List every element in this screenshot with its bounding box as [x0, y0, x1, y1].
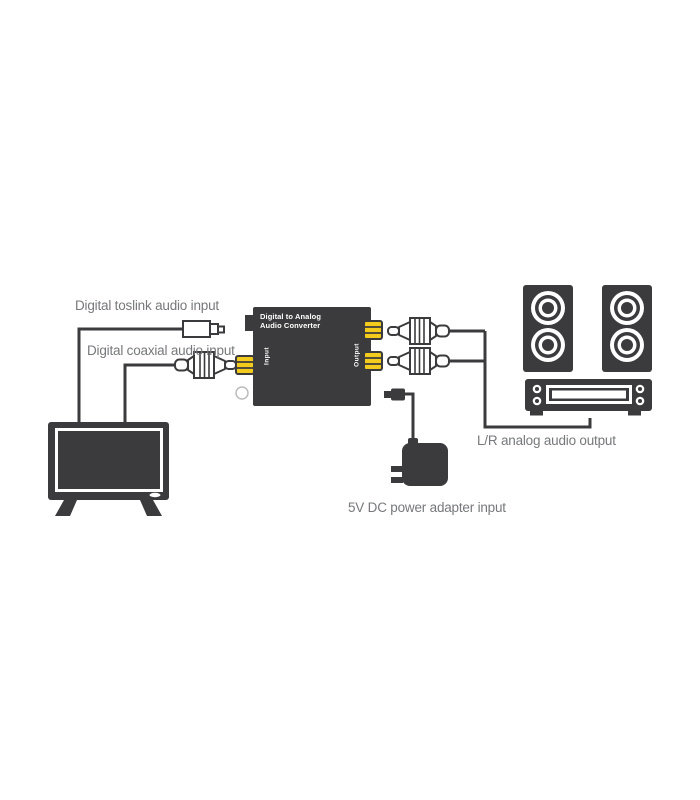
output-jack-right: [363, 351, 383, 371]
speaker-right-icon: [602, 285, 652, 372]
power-adapter-icon: [391, 438, 448, 486]
speaker-left-icon: [523, 285, 573, 372]
label-power-input: 5V DC power adapter input: [348, 500, 506, 515]
rca-plug-top-icon: [387, 317, 450, 345]
converter-box: [235, 307, 383, 406]
toslink-port: [245, 315, 255, 331]
amp-foot-right: [628, 411, 641, 416]
label-coaxial-input: Digital coaxial audio input: [87, 343, 235, 358]
tv-power-led: [149, 492, 161, 498]
converter-title-line2: Audio Converter: [260, 321, 321, 331]
stereo-amplifier-icon: [525, 379, 652, 416]
tv-leg-right: [140, 500, 162, 516]
dc-plug-icon: [384, 388, 405, 401]
converter-input-label: Input: [263, 347, 271, 365]
hidden-port-outline: [235, 386, 249, 400]
converter-title: Digital to Analog Audio Converter: [260, 312, 340, 331]
converter-output-label: Output: [353, 343, 361, 367]
power-cable: [403, 392, 415, 444]
amp-foot-left: [530, 411, 543, 416]
rca-plug-bottom-icon: [387, 347, 450, 375]
coaxial-cable: [123, 363, 176, 422]
tv-leg-left: [55, 500, 77, 516]
adapter-prong-bottom: [391, 477, 403, 483]
input-coaxial-jack: [235, 355, 255, 375]
toslink-cable: [77, 327, 183, 422]
label-toslink-input: Digital toslink audio input: [75, 298, 219, 313]
adapter-prong-top: [391, 466, 403, 472]
toslink-plug-icon: [182, 320, 225, 338]
tv-icon: [48, 422, 169, 516]
output-jack-left: [363, 320, 383, 340]
analog-output-cable: [448, 329, 592, 429]
converter-title-line1: Digital to Analog: [260, 312, 322, 321]
label-analog-output: L/R analog audio output: [477, 433, 616, 448]
